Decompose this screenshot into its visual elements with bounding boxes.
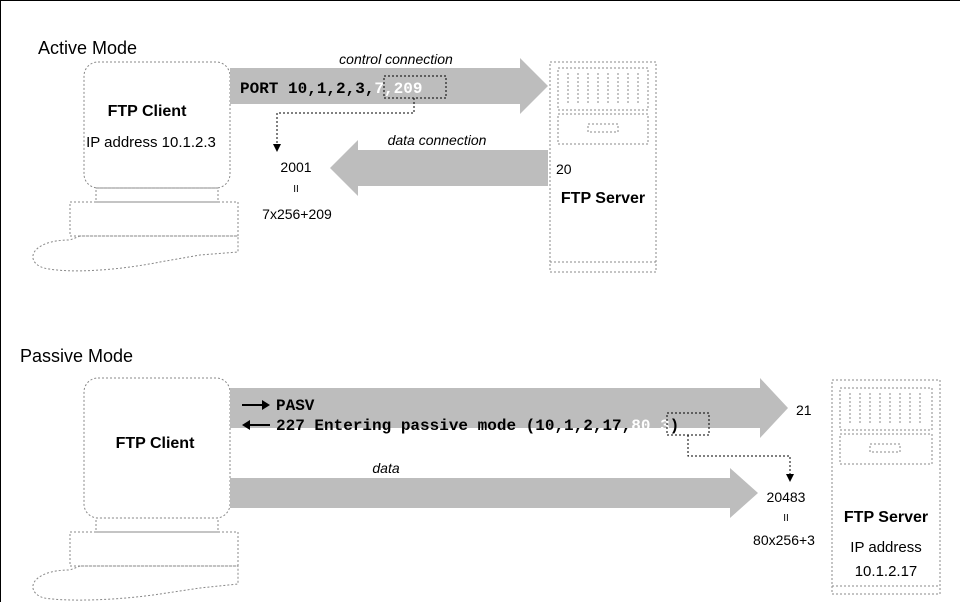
passive-reply-prefix: 227 Entering passive mode (10,1,2,17, — [276, 417, 631, 435]
active-server-port: 20 — [556, 161, 572, 177]
active-port-calc: 7x256+209 — [262, 206, 332, 222]
passive-pasv-command: PASV — [276, 397, 315, 415]
active-equals-mark: II — [293, 184, 299, 195]
active-control-arrow — [230, 58, 548, 114]
passive-server-ip-line1: IP address — [850, 539, 921, 556]
passive-port-pointer — [687, 435, 794, 482]
passive-mode-title: Passive Mode — [20, 346, 133, 366]
reply-receive-arrow-icon — [242, 420, 270, 430]
passive-server-title: FTP Server — [844, 509, 928, 526]
active-port-prefix: PORT 10,1,2,3, — [240, 80, 374, 98]
passive-reply: 227 Entering passive mode (10,1,2,17,80,… — [276, 417, 679, 435]
passive-reply-highlight: 80,3 — [631, 417, 669, 435]
active-port-pointer — [273, 98, 415, 152]
passive-client-title: FTP Client — [116, 435, 195, 452]
passive-server-data-port: 20483 — [767, 489, 806, 505]
active-mode-title: Active Mode — [38, 38, 137, 58]
active-server-tower-icon — [549, 61, 657, 273]
active-control-label: control connection — [339, 51, 453, 67]
active-client-computer-icon — [32, 61, 239, 272]
passive-server-control-port: 21 — [796, 402, 812, 418]
active-port-highlight-box — [383, 75, 447, 99]
active-client-port: 2001 — [280, 159, 311, 175]
active-data-arrow — [330, 140, 548, 196]
passive-equals-mark: II — [783, 513, 789, 524]
passive-reply-suffix: ) — [670, 417, 680, 435]
active-data-label: data connection — [388, 132, 487, 148]
passive-port-calc: 80x256+3 — [753, 532, 815, 548]
passive-data-label: data — [372, 460, 399, 476]
active-client-title: FTP Client — [108, 103, 187, 120]
active-server-title: FTP Server — [561, 190, 645, 207]
passive-server-tower-icon — [831, 379, 941, 595]
passive-data-arrow — [230, 468, 758, 518]
active-client-ip: IP address 10.1.2.3 — [86, 134, 216, 151]
passive-server-ip-line2: 10.1.2.17 — [855, 563, 918, 580]
pasv-send-arrow-icon — [242, 400, 270, 410]
active-port-command: PORT 10,1,2,3,7,209 — [240, 80, 422, 98]
passive-control-arrow — [230, 378, 788, 438]
active-port-highlight: 7,209 — [374, 80, 422, 98]
passive-client-computer-icon — [32, 377, 239, 601]
